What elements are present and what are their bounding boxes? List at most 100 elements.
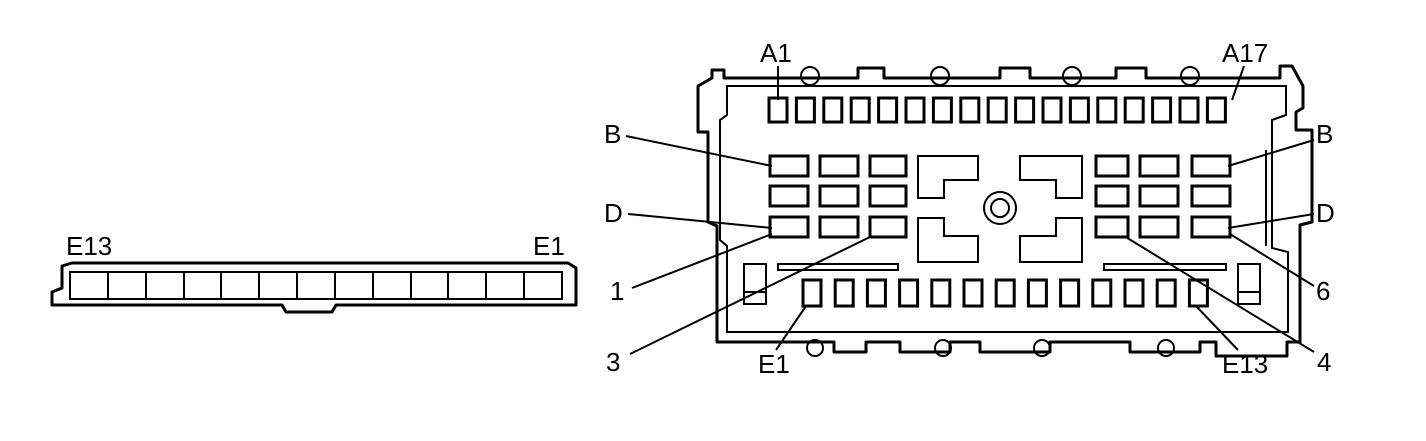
power-cavity <box>818 154 860 178</box>
center-bolt-inner-icon <box>990 198 1010 218</box>
a-cavity-8 <box>959 96 981 124</box>
a-cavity-14 <box>1123 96 1145 124</box>
leader-lines <box>625 65 1315 355</box>
right-side-latch <box>1237 263 1261 305</box>
connector-inner-frame <box>719 85 1289 333</box>
a-cavity-7 <box>931 96 953 124</box>
left-lower-rail <box>777 263 899 271</box>
callout-3: 3 <box>606 347 620 377</box>
callout-4: 4 <box>1317 347 1331 377</box>
power-cavity <box>1138 154 1180 178</box>
a-cavity-15 <box>1151 96 1173 124</box>
power-cavity <box>868 154 908 178</box>
leader-4 <box>1123 235 1315 353</box>
power-cavity <box>1094 184 1130 208</box>
e-cavity-10 <box>1091 278 1113 308</box>
key-feature-top-left <box>917 155 979 199</box>
key-feature-top-right <box>1019 155 1083 199</box>
left-side-latch <box>743 263 767 305</box>
leader-e13 <box>1195 305 1239 351</box>
a-cavity-3 <box>822 96 844 124</box>
a-cavity-4 <box>849 96 871 124</box>
leader-b-right <box>1227 139 1315 167</box>
callout-b-left: B <box>604 119 621 149</box>
center-bolt-outer-icon <box>983 191 1017 225</box>
left-label-e1: E1 <box>533 231 565 261</box>
bottom-bump <box>806 339 824 357</box>
bottom-bump <box>1157 339 1175 357</box>
power-cavity <box>868 184 908 208</box>
e-cavity-2 <box>833 278 855 308</box>
leader-1 <box>631 233 773 289</box>
e-cavity-11 <box>1123 278 1145 308</box>
label-e13: E13 <box>1222 349 1268 379</box>
e-cavity-5 <box>930 278 952 308</box>
a-cavity-10 <box>1014 96 1036 124</box>
left-connector-view: E13 E1 <box>50 231 578 314</box>
leader-e1 <box>775 305 807 351</box>
power-cavity <box>768 184 810 208</box>
right-power-cavity-block <box>1094 154 1232 239</box>
left-cavity-row <box>107 272 525 299</box>
a-cavity-17 <box>1205 96 1227 124</box>
right-connector-view: A1 A17 E1 E13 B B D D 1 3 4 6 <box>604 38 1335 379</box>
top-bump <box>1062 66 1082 86</box>
power-cavity <box>768 215 810 239</box>
power-cavity <box>1094 215 1130 239</box>
power-cavity <box>818 215 860 239</box>
e-cavity-1 <box>801 278 823 308</box>
power-cavity <box>1190 215 1232 239</box>
left-label-e13: E13 <box>66 231 112 261</box>
label-a1: A1 <box>760 38 792 68</box>
power-cavity <box>1138 215 1180 239</box>
e-cavity-9 <box>1059 278 1081 308</box>
leader-b-left <box>625 135 773 167</box>
power-cavity <box>1094 154 1130 178</box>
a-cavity-2 <box>794 96 816 124</box>
e-cavity-7 <box>994 278 1016 308</box>
leader-a17 <box>1231 65 1245 101</box>
e-cavity-8 <box>1026 278 1048 308</box>
power-cavity <box>868 215 908 239</box>
key-feature-bottom-left <box>917 217 979 263</box>
a-cavity-12 <box>1068 96 1090 124</box>
center-keying-features <box>917 155 1083 263</box>
leader-d-right <box>1227 213 1315 229</box>
callout-d-left: D <box>604 198 623 228</box>
leader-3 <box>629 235 873 355</box>
power-cavity <box>818 184 860 208</box>
label-a17: A17 <box>1222 38 1268 68</box>
callout-b-right: B <box>1316 119 1333 149</box>
power-cavity <box>1138 184 1180 208</box>
connector-outer-shell <box>696 64 1314 358</box>
right-lower-rail <box>1103 263 1227 271</box>
e-cavity-6 <box>962 278 984 308</box>
a-cavity-1 <box>767 96 789 124</box>
label-e1: E1 <box>758 349 790 379</box>
top-bump <box>800 66 820 86</box>
power-cavity <box>768 154 810 178</box>
a-row-cavities <box>767 96 1227 124</box>
a-cavity-11 <box>1041 96 1063 124</box>
e-cavity-13 <box>1187 278 1209 308</box>
e-cavity-4 <box>898 278 920 308</box>
left-power-cavity-block <box>768 154 908 239</box>
a-cavity-5 <box>877 96 899 124</box>
key-feature-bottom-right <box>1019 217 1083 263</box>
a-cavity-16 <box>1178 96 1200 124</box>
a-cavity-9 <box>986 96 1008 124</box>
bottom-bump <box>1033 339 1051 357</box>
left-cavity-strip <box>69 271 563 300</box>
power-cavity <box>1190 184 1232 208</box>
top-bump <box>1180 66 1200 86</box>
left-connector-body <box>50 261 578 314</box>
leader-d-left <box>627 213 773 229</box>
leader-6 <box>1229 233 1315 287</box>
e-cavity-12 <box>1155 278 1177 308</box>
callout-1: 1 <box>610 276 624 306</box>
power-cavity <box>1190 154 1232 178</box>
callout-d-right: D <box>1316 198 1335 228</box>
a-cavity-6 <box>904 96 926 124</box>
callout-6: 6 <box>1316 276 1330 306</box>
